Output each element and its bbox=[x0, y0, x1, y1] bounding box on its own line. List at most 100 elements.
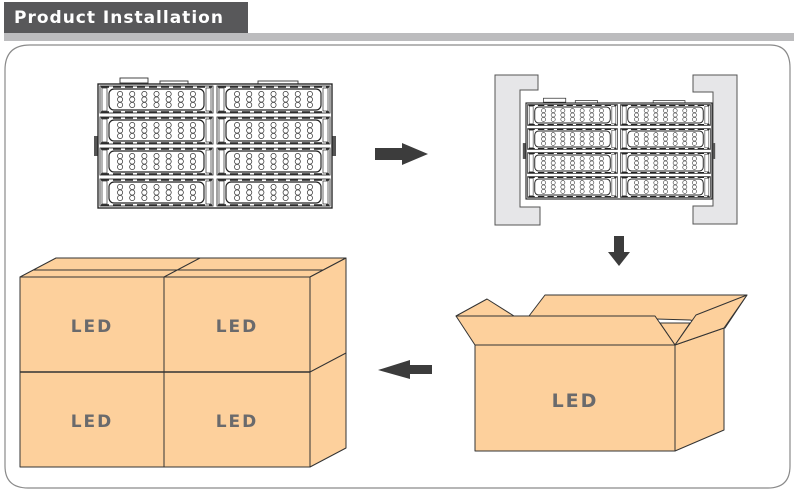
led-chip bbox=[692, 165, 697, 170]
led-chip bbox=[270, 195, 277, 201]
led-chip bbox=[294, 133, 301, 139]
led-module bbox=[527, 176, 618, 198]
led-panel bbox=[94, 77, 336, 209]
led-module bbox=[527, 128, 618, 150]
led-chip bbox=[634, 117, 639, 122]
led-chip bbox=[589, 141, 595, 146]
header-divider bbox=[4, 33, 794, 41]
carton-right-flap bbox=[674, 294, 748, 346]
module-rail bbox=[322, 180, 329, 205]
led-module bbox=[216, 85, 331, 114]
led-chip bbox=[653, 141, 659, 146]
led-chip bbox=[541, 141, 546, 146]
led-chip bbox=[258, 164, 265, 170]
carton-right-side bbox=[674, 327, 725, 452]
led-chip bbox=[634, 189, 639, 194]
led-chip bbox=[560, 165, 566, 170]
led-chip bbox=[541, 117, 546, 122]
led-chip bbox=[306, 195, 313, 201]
led-chip bbox=[599, 165, 604, 170]
panel-side-mount bbox=[712, 143, 716, 159]
led-module bbox=[99, 85, 214, 114]
led-chip bbox=[189, 195, 196, 201]
led-chip bbox=[599, 117, 604, 122]
led-chip bbox=[579, 117, 585, 122]
stack-label-bottom-left: LED bbox=[71, 412, 114, 432]
panel-side-mount bbox=[94, 136, 98, 156]
panel-handle bbox=[543, 97, 567, 103]
module-lens bbox=[225, 119, 322, 142]
led-chip bbox=[589, 117, 595, 122]
led-chip bbox=[129, 102, 136, 108]
module-lens bbox=[627, 154, 704, 172]
led-chip bbox=[692, 189, 697, 194]
led-chip bbox=[550, 165, 556, 170]
led-chip bbox=[643, 165, 649, 170]
led-module bbox=[620, 152, 711, 174]
led-module bbox=[620, 128, 711, 150]
module-rail bbox=[528, 105, 534, 125]
module-rail bbox=[704, 129, 710, 149]
led-module bbox=[527, 152, 618, 174]
led-chip bbox=[153, 195, 160, 201]
led-chip bbox=[189, 164, 196, 170]
led-chip bbox=[672, 117, 678, 122]
led-chip bbox=[643, 117, 649, 122]
led-chip bbox=[189, 102, 196, 108]
led-chip bbox=[672, 165, 678, 170]
module-rail bbox=[528, 129, 534, 149]
carton-label: LED bbox=[552, 390, 599, 412]
led-chip bbox=[560, 117, 566, 122]
module-rail bbox=[101, 149, 108, 174]
panel-side-mount bbox=[522, 143, 526, 159]
led-chip bbox=[682, 165, 688, 170]
led-chip bbox=[653, 165, 659, 170]
module-rail bbox=[101, 118, 108, 143]
module-rail bbox=[621, 105, 627, 125]
module-lens bbox=[534, 154, 611, 172]
led-chip bbox=[234, 195, 241, 201]
led-chip bbox=[672, 141, 678, 146]
module-rail bbox=[621, 177, 627, 197]
led-module bbox=[216, 147, 331, 176]
led-chip bbox=[129, 133, 136, 139]
led-chip bbox=[246, 133, 253, 139]
led-module bbox=[99, 147, 214, 176]
module-rail bbox=[704, 153, 710, 173]
module-rail bbox=[322, 149, 329, 174]
led-chip bbox=[141, 195, 148, 201]
module-lens bbox=[627, 130, 704, 148]
stack-top-seam bbox=[163, 257, 201, 278]
carton-left-flap bbox=[455, 298, 515, 317]
led-chip bbox=[258, 195, 265, 201]
stack-label-top-right: LED bbox=[216, 317, 259, 337]
module-rail bbox=[621, 129, 627, 149]
led-chip bbox=[541, 189, 546, 194]
led-chip bbox=[634, 141, 639, 146]
module-rail bbox=[322, 118, 329, 143]
led-chip bbox=[560, 189, 566, 194]
led-panel-small bbox=[522, 97, 716, 200]
module-lens bbox=[108, 88, 205, 111]
led-chip bbox=[177, 102, 184, 108]
module-rail bbox=[101, 180, 108, 205]
led-chip bbox=[177, 133, 184, 139]
content-frame bbox=[4, 44, 791, 489]
led-chip bbox=[570, 117, 575, 122]
led-chip bbox=[294, 102, 301, 108]
module-lens bbox=[225, 88, 322, 111]
led-chip bbox=[177, 195, 184, 201]
led-module bbox=[216, 116, 331, 145]
panel-with-foam bbox=[494, 74, 738, 226]
led-chip bbox=[550, 117, 556, 122]
led-chip bbox=[550, 189, 556, 194]
led-chip bbox=[599, 141, 604, 146]
led-chip bbox=[270, 133, 277, 139]
led-chip bbox=[270, 164, 277, 170]
led-module bbox=[620, 104, 711, 126]
arrow-left-icon bbox=[378, 360, 432, 379]
led-chip bbox=[234, 133, 241, 139]
led-chip bbox=[579, 141, 585, 146]
led-chip bbox=[692, 141, 697, 146]
led-module bbox=[620, 176, 711, 198]
